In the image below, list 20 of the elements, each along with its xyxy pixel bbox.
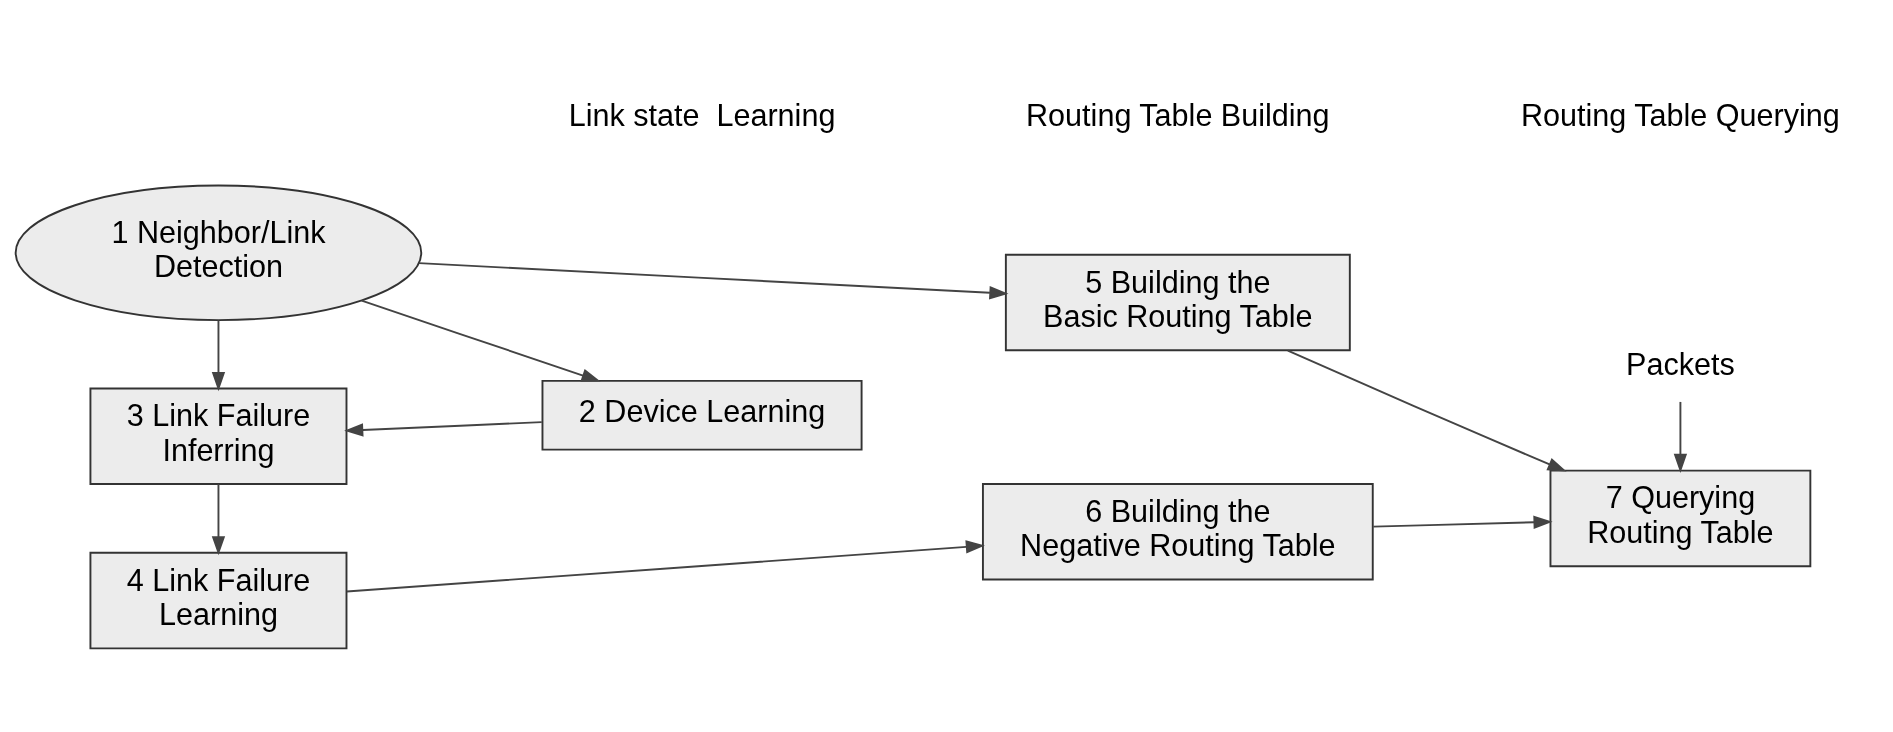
- node-ellipse: 1 Neighbor/Link Detection: [14, 184, 423, 321]
- arrow: [344, 420, 543, 437]
- arrow: [345, 539, 985, 592]
- label: Routing Table Querying: [1520, 97, 1840, 132]
- node-box: 6 Building the Negative Routing Table: [981, 482, 1374, 580]
- node-box: 7 Querying Routing Table: [1549, 469, 1812, 567]
- node-box: 3 Link Failure Inferring: [89, 387, 348, 485]
- label: Routing Table Building: [1026, 97, 1330, 132]
- arrow: [1673, 400, 1688, 473]
- node-box: 5 Building the Basic Routing Table: [1004, 253, 1351, 351]
- arrow: [1286, 349, 1567, 472]
- node-box: 2 Device Learning: [541, 379, 863, 451]
- arrow: [211, 482, 226, 555]
- arrow: [1372, 515, 1553, 529]
- node-box: 4 Link Failure Learning: [89, 551, 348, 649]
- arrow: [211, 319, 226, 391]
- arrow: [360, 299, 601, 382]
- label: Link state Learning: [568, 97, 836, 132]
- node-text: Packets: [1626, 346, 1735, 381]
- arrow: [417, 261, 1009, 299]
